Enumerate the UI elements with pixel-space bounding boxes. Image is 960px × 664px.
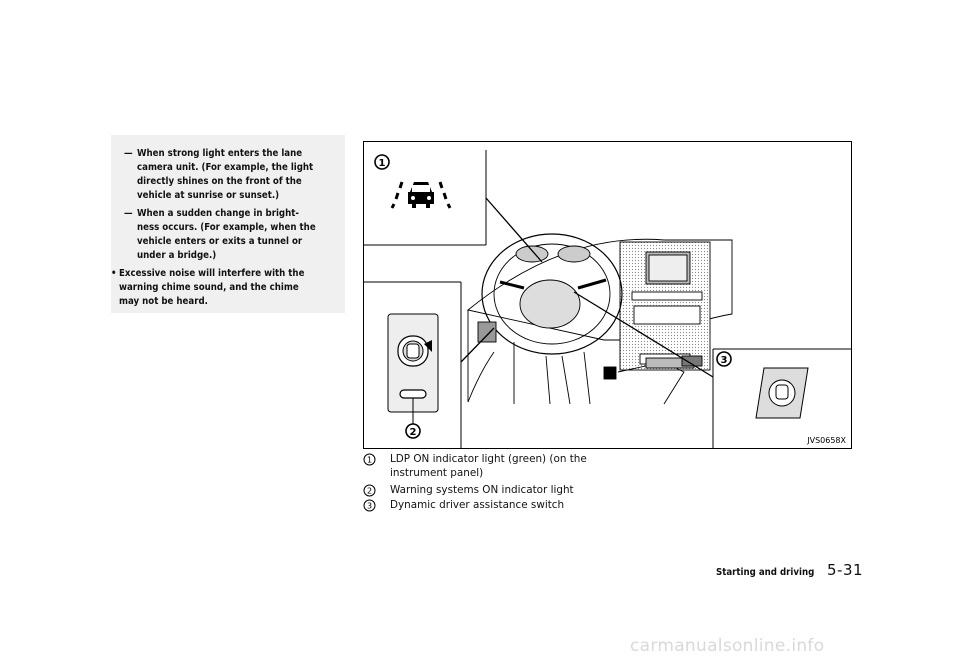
warning-switch-panel [387, 313, 439, 413]
caption-line: instrument panel) [390, 467, 484, 479]
caption-item-2: 2 Warning systems ON indicator light [363, 483, 663, 497]
dash-marker: — [124, 148, 133, 159]
inset-warning-indicator [364, 281, 462, 448]
text-line: may not be heard. [119, 296, 208, 307]
svg-text:1: 1 [367, 456, 372, 465]
left-text-column: — When strong light enters the lane came… [111, 135, 345, 313]
caption-line: Dynamic driver assistance switch [390, 499, 565, 511]
callout-1: 1 [374, 154, 390, 170]
bullet-item-noise: • Excessive noise will interfere with th… [111, 267, 337, 309]
inset-ldp-indicator [364, 150, 487, 246]
callout-2: 2 [405, 423, 421, 439]
callout-1-label: 1 [379, 158, 386, 169]
caption-number-1-icon: 1 [363, 453, 376, 466]
text-line: directly shines on the front of the [137, 176, 302, 187]
caption-item-1: 1 LDP ON indicator light (green) (on the… [363, 452, 663, 480]
inset-dda-switch [712, 348, 851, 448]
callout-3-label: 3 [721, 355, 728, 366]
dda-switch-icon [755, 367, 809, 419]
figure-code: JVS0658X [806, 436, 846, 445]
callout-3: 3 [716, 351, 732, 367]
page-number: 5-31 [827, 561, 864, 579]
dashboard-illustration: 1 2 3 [364, 150, 851, 448]
svg-text:2: 2 [367, 487, 372, 496]
caption-line: Warning systems ON indicator light [390, 484, 574, 496]
ldp-indicator-icon [390, 181, 452, 209]
footer-section-title: Starting and driving [716, 567, 815, 578]
text-line: under a bridge.) [137, 250, 217, 261]
text-line: When a sudden change in bright- [137, 208, 299, 219]
text-line: warning chime sound, and the chime [119, 282, 299, 293]
text-line: When strong light enters the lane [137, 148, 303, 159]
callout-2-label: 2 [410, 427, 417, 438]
caption-item-3: 3 Dynamic driver assistance switch [363, 498, 663, 512]
bullet-marker: • [111, 268, 117, 279]
text-line: ness occurs. (For example, when the [137, 222, 316, 233]
text-line: vehicle at sunrise or sunset.) [137, 190, 280, 201]
dashboard-figure: 1 2 3 [363, 141, 852, 449]
caption-line: LDP ON indicator light (green) (on the [390, 453, 587, 465]
svg-text:3: 3 [367, 502, 372, 511]
dashboard-drawing [466, 233, 733, 405]
dash-marker: — [124, 208, 133, 219]
watermark: carmanualsonline.info [630, 636, 825, 656]
text-line: camera unit. (For example, the light [137, 162, 314, 173]
leader-lines [460, 197, 714, 378]
caption-number-2-icon: 2 [363, 484, 376, 497]
caption-number-3-icon: 3 [363, 499, 376, 512]
caption-list: 1 LDP ON indicator light (green) (on the… [363, 452, 663, 512]
text-line: Excessive noise will interfere with the [119, 268, 305, 279]
text-line: vehicle enters or exits a tunnel or [137, 236, 303, 247]
